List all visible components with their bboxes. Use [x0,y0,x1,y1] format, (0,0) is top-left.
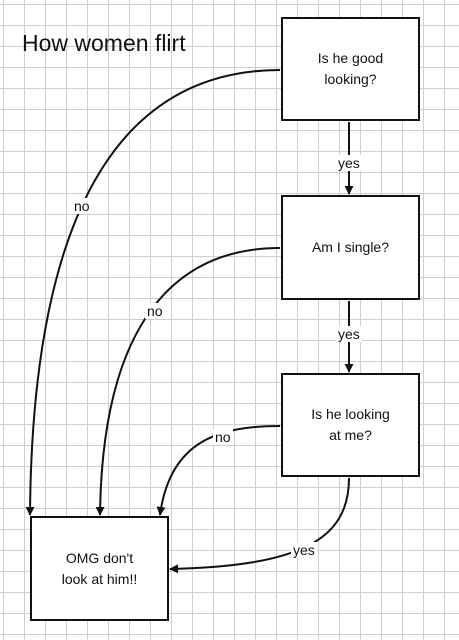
arrow-q3-no [156,425,281,516]
node-is-he-good-looking: Is he good looking? [281,17,420,121]
edge-label-q3-no: no [213,429,233,445]
node-is-he-looking-at-me: Is he looking at me? [281,373,420,477]
edge-label-q2-no: no [145,303,165,319]
edge-label-q3-yes: yes [291,542,317,558]
arrow-q3-yes [169,477,350,574]
node-am-i-single: Am I single? [281,195,420,300]
edge-label-q2-yes: yes [336,326,362,342]
edge-label-q1-no: no [72,198,92,214]
diagram-title: How women flirt [22,30,186,56]
arrow-q1-no [25,69,281,516]
edge-label-q1-yes: yes [336,155,362,171]
node-omg-dont-look: OMG don't look at him!! [30,516,169,621]
arrow-q2-no [95,247,281,516]
